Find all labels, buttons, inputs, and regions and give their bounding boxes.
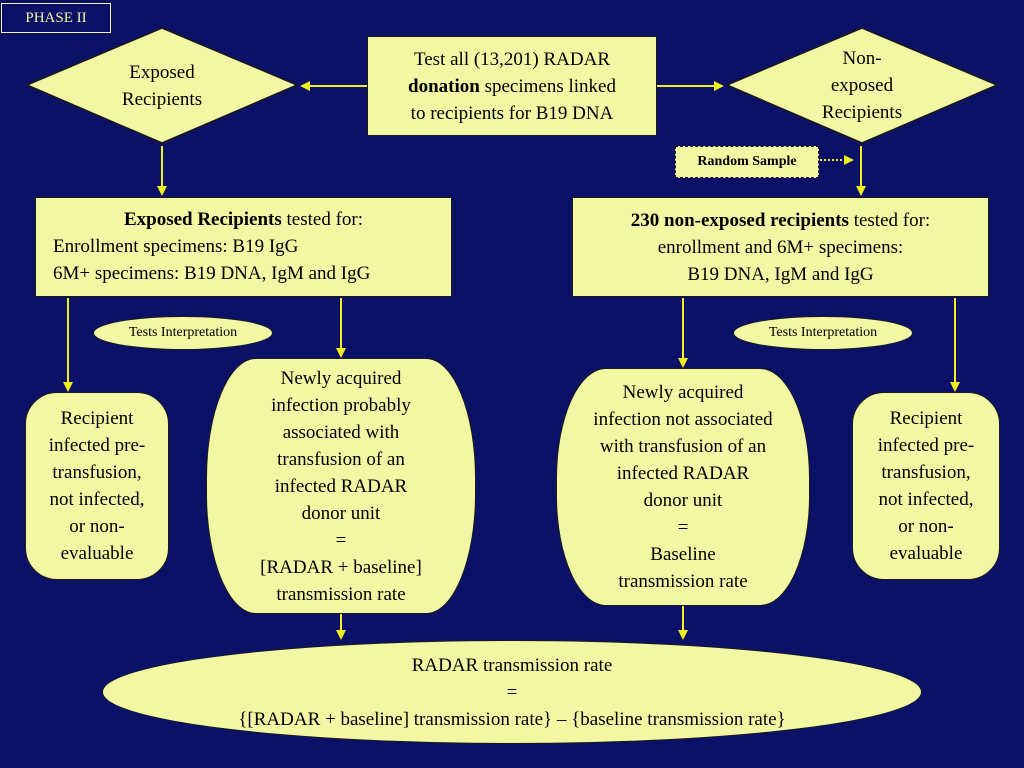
newly-acquired-probably-box: Newly acquired infection probably associ… (206, 358, 476, 614)
left-box-line1: Exposed Recipients tested for: (36, 206, 451, 233)
left-diamond-line1: Exposed (129, 62, 195, 83)
newly-acquired-not-associated-box: Newly acquired infection not associated … (556, 368, 810, 606)
right-center-line: donor unit (643, 490, 723, 511)
random-sample-label: Random Sample (697, 154, 797, 169)
left-outcome-box: Recipient infected pre- transfusion, not… (25, 392, 169, 580)
right-center-line: = (677, 517, 689, 538)
right-box-line2: enrollment and 6M+ specimens: (657, 236, 904, 258)
non-exposed-tested-box: 230 non-exposed recipients tested for: e… (572, 197, 989, 297)
test-all-line3: to recipients for B19 DNA (410, 102, 614, 124)
right-diamond-line2: exposed (830, 75, 894, 96)
left-center-line: associated with (282, 421, 400, 443)
random-sample-box: Random Sample (675, 146, 819, 178)
diamond-shape (26, 27, 298, 144)
left-outcome-line: not infected, (49, 489, 145, 510)
left-center-line: donor unit (301, 502, 381, 524)
left-box-line2: Enrollment specimens: B19 IgG (53, 236, 299, 257)
left-center-line: transfusion of an (277, 448, 405, 470)
left-outcome-line: transfusion, (52, 462, 142, 483)
exposed-recipients-tested-box: Exposed Recipients tested for: Enrollmen… (35, 197, 452, 297)
left-center-line: transmission rate (276, 583, 406, 605)
left-outcome-line: infected pre- (48, 435, 146, 456)
right-outcome-line: not infected, (878, 489, 974, 510)
exposed-recipients-bold: Exposed Recipients (123, 209, 282, 230)
test-all-line2-rest: specimens linked (479, 75, 616, 97)
left-box-line3: 6M+ specimens: B19 DNA, IgM and IgG (53, 263, 371, 284)
right-outcome-line: evaluable (889, 543, 963, 564)
left-center-line: Newly acquired (280, 367, 402, 389)
right-outcome-box: Recipient infected pre- transfusion, not… (852, 392, 1000, 580)
right-outcome-line: infected pre- (877, 435, 975, 456)
left-center-line: [RADAR + baseline] (260, 556, 422, 578)
left-outcome-line: evaluable (60, 543, 134, 564)
left-center-line: infected RADAR (274, 475, 408, 497)
exposed-recipients-diamond: Exposed Recipients (26, 27, 298, 144)
left-center-line: infection probably (271, 394, 411, 416)
right-outcome-line: transfusion, (881, 462, 971, 483)
right-box-line1-rest: tested for: (848, 209, 931, 231)
bottom-line1: RADAR transmission rate (411, 654, 613, 676)
left-box-line1-rest: tested for: (281, 209, 364, 230)
non-exposed-recipients-diamond: Non- exposed Recipients (726, 27, 998, 144)
right-outcome-line: or non- (898, 516, 954, 537)
test-all-box: Test all (13,201) RADAR donation specime… (367, 36, 657, 136)
right-diamond-line3: Recipients (821, 102, 903, 123)
right-center-line: Baseline (650, 544, 716, 565)
phase-label: PHASE II (1, 3, 111, 33)
diamond-shape (726, 27, 998, 144)
test-all-line1: Test all (13,201) RADAR (413, 48, 611, 70)
right-box-line3: B19 DNA, IgM and IgG (687, 263, 874, 285)
right-center-line: transmission rate (618, 571, 748, 592)
test-all-line2: donation specimens linked (408, 73, 616, 100)
left-diamond-line2: Recipients (121, 89, 203, 110)
tests-interpretation-left-label: Tests Interpretation (128, 325, 238, 340)
donation-text: donation (408, 75, 480, 97)
left-outcome-line: Recipient (60, 408, 134, 429)
right-center-line: Newly acquired (622, 382, 744, 403)
radar-transmission-rate-ellipse: RADAR transmission rate = {[RADAR + base… (102, 640, 922, 744)
left-center-line: = (335, 529, 347, 551)
right-box-line1: 230 non-exposed recipients tested for: (631, 207, 930, 234)
right-diamond-line1: Non- (842, 48, 882, 69)
bottom-line2: = (506, 681, 518, 703)
right-outcome-line: Recipient (889, 408, 963, 429)
tests-interpretation-right: Tests Interpretation (733, 316, 913, 350)
right-center-line: with transfusion of an (599, 436, 767, 457)
left-outcome-line: or non- (69, 516, 125, 537)
non-exposed-bold: 230 non-exposed recipients (630, 209, 849, 231)
tests-interpretation-right-label: Tests Interpretation (768, 325, 878, 340)
bottom-line3: {[RADAR + baseline] transmission rate} –… (238, 708, 786, 730)
right-center-line: infected RADAR (616, 463, 750, 484)
right-center-line: infection not associated (593, 409, 773, 430)
tests-interpretation-left: Tests Interpretation (93, 316, 273, 350)
